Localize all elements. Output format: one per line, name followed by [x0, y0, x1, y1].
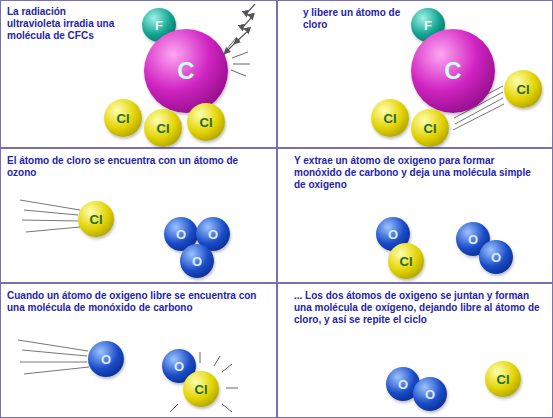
- atom-symbol: F: [424, 18, 432, 33]
- motion-lines: [20, 200, 80, 232]
- atom-symbol: O: [398, 377, 408, 392]
- atom-symbol: O: [101, 352, 111, 367]
- atom-symbol: Cl: [424, 121, 437, 136]
- atom-symbol: F: [155, 18, 163, 33]
- atom-sphere: Cl: [485, 361, 521, 397]
- atom-sphere: Cl: [104, 99, 142, 137]
- atom-symbol: Cl: [400, 254, 413, 269]
- atom-symbol: O: [425, 387, 435, 402]
- atom-symbol: Cl: [90, 212, 103, 227]
- step-caption: Cuando un átomo de oxigeno libre se encu…: [7, 290, 262, 314]
- atom-sphere: O: [88, 341, 124, 377]
- atom-symbol: Cl: [117, 111, 130, 126]
- atom-sphere: O: [180, 244, 214, 278]
- step-panel: y libere un átomo de cloroFCClClCl: [277, 0, 553, 148]
- step-panel: ... Los dos átomos de oxigeno se juntan …: [277, 283, 553, 418]
- atom-sphere: Cl: [78, 201, 114, 237]
- atom-symbol: Cl: [384, 111, 397, 126]
- atom-symbol: Cl: [195, 382, 208, 397]
- atom-symbol: O: [491, 250, 501, 265]
- atom-symbol: Cl: [157, 121, 170, 136]
- impact-burst: [226, 38, 250, 76]
- atom-symbol: Cl: [497, 372, 510, 387]
- atom-symbol: O: [174, 359, 184, 374]
- atom-symbol: C: [177, 57, 194, 85]
- atom-symbol: O: [192, 254, 202, 269]
- atom-symbol: O: [208, 227, 218, 242]
- atom-sphere: Cl: [187, 103, 225, 141]
- atom-sphere: C: [144, 29, 228, 113]
- step-caption: Y extrae un átomo de oxigeno para formar…: [294, 155, 544, 191]
- atom-symbol: Cl: [200, 115, 213, 130]
- atom-sphere: Cl: [388, 243, 424, 279]
- atom-sphere: O: [479, 240, 513, 274]
- atom-symbol: O: [176, 227, 186, 242]
- step-caption: ... Los dos átomos de oxigeno se juntan …: [294, 290, 544, 326]
- motion-lines: [18, 340, 89, 374]
- atom-symbol: C: [444, 57, 461, 85]
- atom-symbol: Cl: [517, 82, 530, 97]
- atom-sphere: Cl: [411, 109, 449, 147]
- step-panel: El átomo de cloro se encuentra con un át…: [0, 148, 277, 283]
- step-caption: El átomo de cloro se encuentra con un át…: [7, 155, 242, 179]
- atom-sphere: Cl: [183, 371, 219, 407]
- atom-sphere: Cl: [371, 99, 409, 137]
- uv-ray: [226, 4, 255, 52]
- step-caption: y libere un átomo de cloro: [303, 7, 403, 31]
- atom-symbol: O: [468, 232, 478, 247]
- atom-sphere: Cl: [144, 109, 182, 147]
- atom-sphere: C: [411, 29, 495, 113]
- step-panel: Y extrae un átomo de oxigeno para formar…: [277, 148, 553, 283]
- step-panel: La radiación ultravioleta irradia una mo…: [0, 0, 277, 148]
- atom-sphere: Cl: [504, 70, 542, 108]
- step-caption: La radiación ultravioleta irradia una mo…: [7, 6, 117, 42]
- atom-symbol: O: [388, 227, 398, 242]
- atom-sphere: O: [413, 377, 447, 411]
- step-panel: Cuando un átomo de oxigeno libre se encu…: [0, 283, 277, 418]
